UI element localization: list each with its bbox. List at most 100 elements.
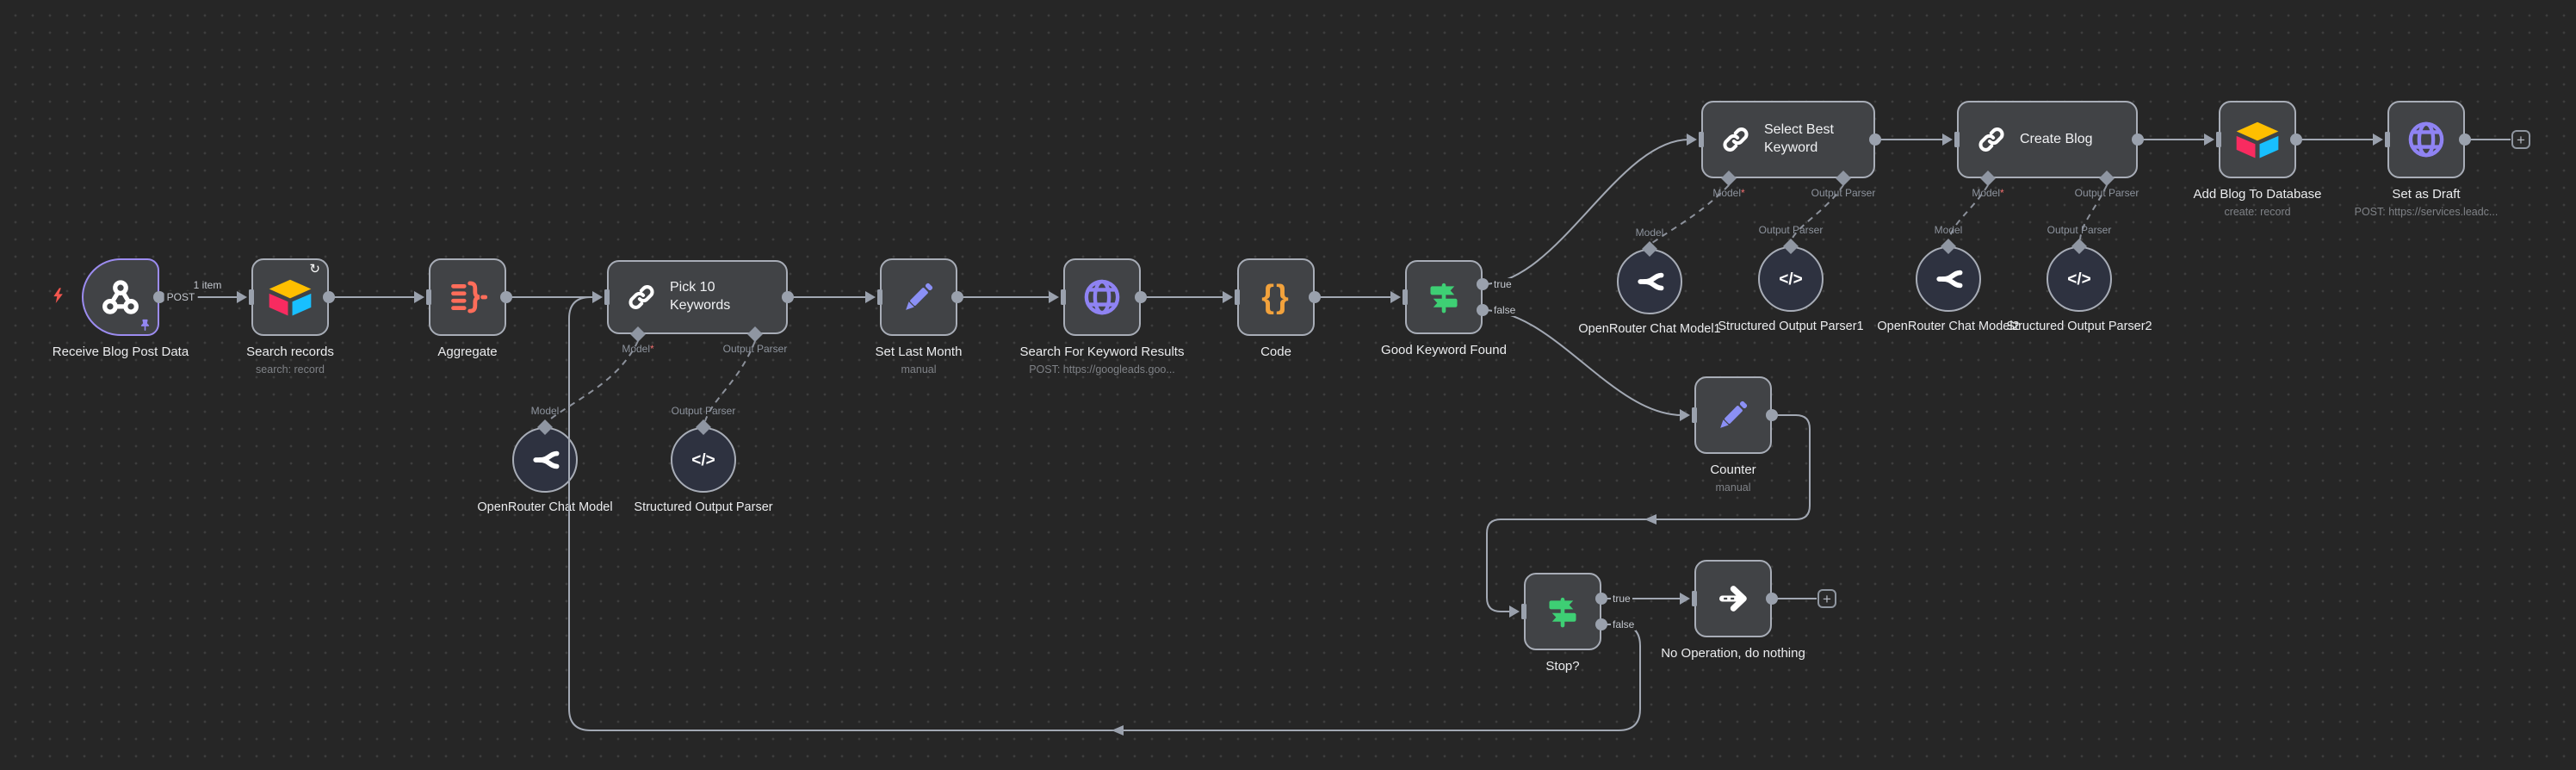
output-port-label: false xyxy=(1611,618,1637,630)
node-sublabel: POST: https://googleads.goo... xyxy=(1029,363,1175,376)
openrouter-icon xyxy=(1638,272,1664,291)
node-aggregate[interactable] xyxy=(429,258,506,336)
node-gkf[interactable] xyxy=(1405,260,1483,334)
node-label: Code xyxy=(1181,344,1371,360)
chain-link-icon xyxy=(629,285,654,309)
code-parser-icon: </> xyxy=(1779,270,1803,289)
node-sublabel: manual xyxy=(901,363,937,376)
node-sop2[interactable]: </> xyxy=(2047,246,2112,312)
node-sfkr[interactable] xyxy=(1063,258,1141,336)
input-arrow-icon xyxy=(1942,134,1953,146)
node-sublabel: search: record xyxy=(256,363,325,376)
node-label: OpenRouter Chat Model2 xyxy=(1877,320,2020,333)
node-sop1[interactable]: </> xyxy=(1758,246,1824,312)
node-addblog[interactable] xyxy=(2219,101,2296,178)
input-arrow-icon xyxy=(1687,134,1697,146)
pencil-icon xyxy=(1720,401,1748,428)
node-sublabel: POST: https://services.leadc... xyxy=(2354,206,2499,219)
airtable-icon xyxy=(269,279,312,316)
signpost-icon xyxy=(1549,597,1576,628)
node-label: Stop? xyxy=(1468,658,1657,674)
input-arrow-icon xyxy=(237,291,247,303)
code-parser-icon: </> xyxy=(2067,270,2091,289)
node-label-text: Set as Draft xyxy=(2392,187,2461,202)
pin-icon xyxy=(140,319,150,331)
input-arrow-icon xyxy=(2373,134,2383,146)
sub-port-label: Output Parser xyxy=(722,343,788,355)
edge-label: 1 item xyxy=(190,279,225,291)
canvas-decoration xyxy=(53,288,64,304)
node-label: No Operation, do nothing xyxy=(1638,645,1828,661)
openrouter-icon xyxy=(533,450,560,469)
globe-icon xyxy=(1084,279,1120,315)
node-search[interactable]: ↻ xyxy=(251,258,329,336)
sub-port-label: Output Parser xyxy=(2074,187,2139,199)
add-node-button[interactable]: + xyxy=(1817,589,1836,608)
node-label: Structured Output Parser1 xyxy=(1718,320,1864,333)
sub-port-label: Model xyxy=(1934,224,1963,236)
node-code[interactable]: {} xyxy=(1237,258,1315,336)
globe-icon xyxy=(2408,121,2444,158)
node-label: Structured Output Parser2 xyxy=(2006,320,2152,333)
input-arrow-icon xyxy=(1390,291,1401,303)
node-title: Create Blog xyxy=(2020,131,2093,146)
sub-port-label: Model* xyxy=(622,343,654,355)
signpost-icon xyxy=(1430,283,1458,314)
sub-port-label: Model* xyxy=(1712,187,1745,199)
input-arrow-icon xyxy=(1680,593,1690,605)
flow-arrow-icon xyxy=(1112,725,1124,736)
input-arrow-icon xyxy=(865,291,876,303)
sub-port-label: Model xyxy=(1635,227,1664,239)
node-label-text: Stop? xyxy=(1545,659,1580,674)
airtable-icon xyxy=(2236,121,2279,158)
node-orcm[interactable] xyxy=(512,427,578,493)
node-orcm2[interactable] xyxy=(1916,246,1981,312)
node-counter[interactable] xyxy=(1694,376,1772,454)
node-select[interactable]: Select Best Keyword xyxy=(1701,101,1875,178)
node-create[interactable]: Create Blog xyxy=(1957,101,2138,178)
sub-port-label: Output Parser xyxy=(1811,187,1876,199)
chain-link-icon xyxy=(1978,127,2004,152)
node-label: Set Last Month manual xyxy=(824,344,1013,376)
node-title: Select Best Keyword xyxy=(1764,122,1834,155)
input-arrow-icon xyxy=(1223,291,1233,303)
arrow-right-icon xyxy=(1719,586,1747,612)
node-label: Receive Blog Post Data xyxy=(26,344,215,360)
input-arrow-icon xyxy=(1509,605,1520,618)
output-port-label: false xyxy=(1492,304,1518,316)
sub-port-label: Output Parser xyxy=(1758,224,1824,236)
node-slm[interactable] xyxy=(880,258,957,336)
node-receive[interactable] xyxy=(82,258,159,336)
output-port-label: true xyxy=(1492,278,1514,290)
node-label: Good Keyword Found xyxy=(1349,342,1539,358)
node-label-text: Counter xyxy=(1710,463,1756,477)
sub-port-label: Output Parser xyxy=(2047,224,2112,236)
code-braces-icon: {} xyxy=(1261,279,1291,315)
add-node-button[interactable]: + xyxy=(2511,130,2530,149)
node-noop[interactable] xyxy=(1694,560,1772,637)
code-parser-icon: </> xyxy=(691,450,715,469)
input-arrow-icon xyxy=(414,291,424,303)
sub-port-label: Output Parser xyxy=(671,405,736,417)
node-sop[interactable]: </> xyxy=(671,427,736,493)
node-pick10[interactable]: Pick 10 Keywords xyxy=(607,260,788,334)
pencil-icon xyxy=(906,283,933,310)
node-stop[interactable] xyxy=(1524,573,1601,650)
node-orcm1[interactable] xyxy=(1617,249,1682,314)
input-arrow-icon xyxy=(1680,409,1690,421)
lightning-icon xyxy=(53,288,63,304)
chain-link-icon xyxy=(1723,127,1749,152)
node-setdraft[interactable] xyxy=(2387,101,2465,178)
node-label-text: Good Keyword Found xyxy=(1381,343,1507,357)
node-label-text: Set Last Month xyxy=(875,345,963,359)
output-port-label: true xyxy=(1611,593,1632,605)
node-label: Counter manual xyxy=(1638,462,1828,494)
node-label: Structured Output Parser xyxy=(634,500,773,514)
input-arrow-icon xyxy=(592,291,603,303)
node-sublabel: manual xyxy=(1715,481,1751,494)
node-label-text: No Operation, do nothing xyxy=(1661,646,1805,661)
